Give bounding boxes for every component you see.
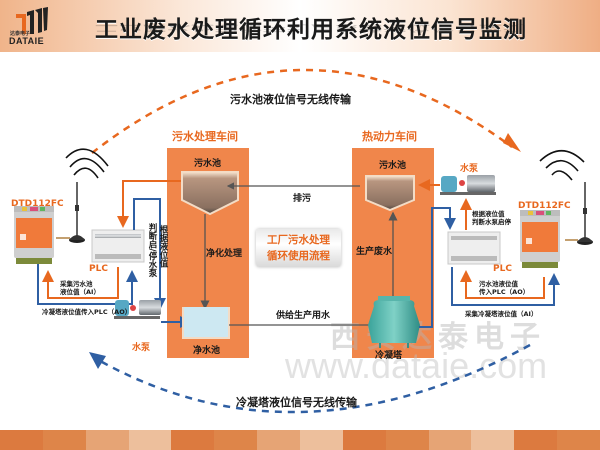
wireless-arrowhead-bottom xyxy=(89,352,106,369)
left-decision-col2: 判断启/停水泵 xyxy=(147,223,157,278)
left-device-model-label: DTD112FC xyxy=(11,199,64,209)
footer-block xyxy=(514,430,558,450)
right-ao-line1: 污水池液位值 xyxy=(479,280,518,288)
left-water-pump-icon xyxy=(114,300,161,319)
footer-block xyxy=(342,430,386,450)
right-signal-waves-icon xyxy=(539,149,585,181)
right-decision-line1: 根据液位值 xyxy=(472,210,505,218)
left-collect-ai-label: 采集污水池 液位值（AI） xyxy=(60,280,100,296)
sewage-workshop-title: 污水处理车间 xyxy=(172,130,238,143)
left-antenna-icon xyxy=(56,182,85,243)
left-orange-signal-line xyxy=(117,180,186,228)
right-device-model-label: DTD112FC xyxy=(518,201,571,211)
right-decision-label: 根据液位值 判断水泵启停 xyxy=(472,210,511,226)
watermark-cn: 西安达泰电子 xyxy=(330,320,546,355)
wireless-arc-top xyxy=(91,68,513,154)
footer-block xyxy=(42,430,86,450)
right-ao-label: 污水池液位值 传入PLC（AO） xyxy=(479,280,529,296)
left-collect-ai-line2: 液位值（AI） xyxy=(60,288,100,296)
left-plc-device xyxy=(91,229,145,263)
footer-block xyxy=(128,430,172,450)
left-pump-label: 水泵 xyxy=(132,343,151,353)
left-ai-collect-line xyxy=(42,267,119,299)
left-sewage-tank-label: 污水池 xyxy=(194,159,222,169)
cooling-tower-icon xyxy=(368,296,420,348)
right-pump-label: 水泵 xyxy=(460,164,479,174)
right-collect-ai-label: 采集冷凝塔液位值（AI） xyxy=(465,310,538,318)
power-workshop-title: 热动力车间 xyxy=(362,130,417,143)
flow-badge-line2: 循环使用流程 xyxy=(267,250,330,262)
left-ao-line xyxy=(37,264,138,305)
bottom-wireless-label: 冷凝塔液位信号无线传输 xyxy=(236,396,357,409)
wireless-arc-bottom xyxy=(101,343,531,414)
footer-block xyxy=(214,430,258,450)
flow-process-badge: 工厂污水处理 循环使用流程 xyxy=(256,229,341,267)
production-wastewater-label: 生产废水 xyxy=(356,247,393,257)
right-antenna-icon xyxy=(565,182,593,245)
right-tower-signal-line xyxy=(419,207,456,328)
dataie-logo-icon xyxy=(16,7,48,34)
right-sewage-tank-label: 污水池 xyxy=(379,161,407,171)
footer-block xyxy=(0,430,43,450)
left-clean-water-tank-icon xyxy=(182,307,230,339)
cooling-tower-label: 冷凝塔 xyxy=(375,351,403,361)
footer-color-strip xyxy=(0,430,600,450)
wireless-arrowhead-top xyxy=(503,133,521,152)
left-dtd112fc-device xyxy=(14,206,54,264)
right-plc-label: PLC xyxy=(493,264,512,274)
left-blue-control-line xyxy=(133,198,166,310)
left-ao-label: 冷凝塔液位值传入PLC（AO） xyxy=(42,308,132,316)
right-dtd112fc-device xyxy=(520,210,560,268)
header-banner: 达泰电子 DATAIE 工业废水处理循环利用系统液位信号监测 工业废水处理循环利… xyxy=(0,0,600,52)
page-title: 工业废水处理循环利用系统液位信号监测 xyxy=(95,17,527,43)
right-ao-line xyxy=(460,270,545,299)
left-sewage-tank-icon xyxy=(181,171,239,216)
right-ao-line2: 传入PLC（AO） xyxy=(479,288,530,296)
footer-block xyxy=(471,430,515,450)
right-water-pump-icon xyxy=(440,175,496,195)
right-ai-collect-line xyxy=(451,267,560,306)
discharge-label: 排污 xyxy=(293,194,312,204)
footer-block xyxy=(171,430,215,450)
left-collect-ai-line1: 采集污水池 xyxy=(60,280,93,288)
right-plc-device xyxy=(447,231,501,265)
footer-block xyxy=(300,430,343,450)
clean-water-tank-label: 净水池 xyxy=(193,346,221,356)
left-signal-waves-icon xyxy=(65,148,109,179)
purification-label: 净化处理 xyxy=(206,249,243,259)
flow-badge-line1: 工厂污水处理 xyxy=(267,234,330,246)
watermark-url: www.dataie.com xyxy=(285,345,548,386)
left-plc-label: PLC xyxy=(89,264,108,274)
right-sewage-tank-icon xyxy=(365,175,415,212)
top-wireless-label: 污水池液位信号无线传输 xyxy=(230,93,351,106)
footer-block xyxy=(385,430,429,450)
logo-subtitle: 达泰电子 xyxy=(10,31,31,37)
footer-block xyxy=(257,430,301,450)
supply-water-label: 供给生产用水 xyxy=(276,311,331,321)
footer-block xyxy=(557,430,600,450)
logo-wordmark: DATAIE xyxy=(9,36,45,46)
right-decision-line2: 判断水泵启停 xyxy=(472,218,511,226)
footer-block xyxy=(85,430,129,450)
footer-block xyxy=(428,430,472,450)
left-decision-col1: 根据液位值 xyxy=(158,225,168,268)
